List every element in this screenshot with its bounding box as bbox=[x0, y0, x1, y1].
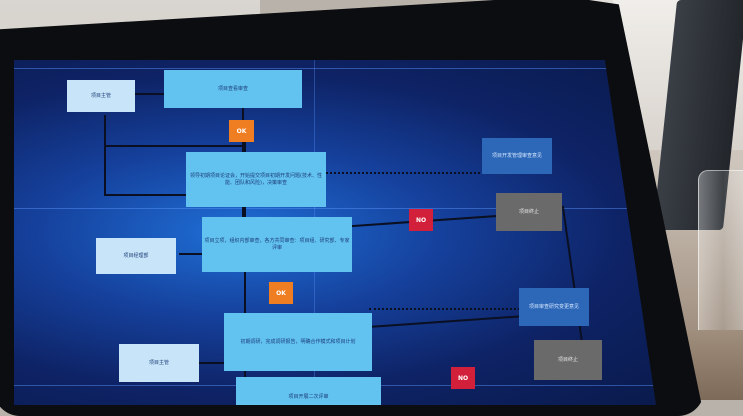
dev-team-box: 项目立项，组织内部审查，各方共同审查：项目组、研究部、专家评审 bbox=[202, 217, 352, 272]
no-badge: NO bbox=[451, 367, 475, 389]
phase-work-box: 初期调研，完成调研报告，明确合作模式和项目计划 bbox=[224, 313, 372, 371]
plan-review-box: 项目开发管理审查意见 bbox=[482, 138, 552, 174]
connector bbox=[104, 194, 186, 196]
second-review-box: 项目开展二次评审 bbox=[236, 377, 381, 405]
project-stop-box: 项目终止 bbox=[496, 193, 562, 231]
project-manager-box: 项目经理部 bbox=[96, 238, 176, 274]
connector bbox=[106, 145, 244, 147]
review-feedback-box: 项目审查研究变更意见 bbox=[519, 288, 589, 326]
ok-badge: OK bbox=[229, 120, 254, 142]
connector bbox=[179, 253, 209, 255]
connector bbox=[353, 314, 534, 329]
project-stop-box: 项目终止 bbox=[534, 340, 602, 380]
no-badge: NO bbox=[409, 209, 433, 231]
dashed-connector bbox=[369, 308, 524, 310]
project-leader-box: 项目主管 bbox=[67, 80, 135, 112]
project-review-box: 项目查看审查 bbox=[164, 70, 302, 108]
project-leader-box: 项目主管 bbox=[119, 344, 199, 382]
dashed-connector bbox=[319, 172, 484, 174]
connector bbox=[114, 93, 164, 95]
connector bbox=[174, 362, 224, 364]
laptop-screen: 项目主管 项目查看审查 OK 领导初期项目论证会，开始提交项目初期开发问题(技术… bbox=[14, 60, 656, 405]
ok-badge: OK bbox=[269, 282, 293, 304]
connector bbox=[104, 115, 106, 195]
proposal-box: 领导初期项目论证会，开始提交项目初期开发问题(技术、性能、团队和风险)，决策审查 bbox=[186, 152, 326, 207]
grid-line bbox=[14, 208, 634, 209]
grid-line bbox=[14, 68, 614, 69]
